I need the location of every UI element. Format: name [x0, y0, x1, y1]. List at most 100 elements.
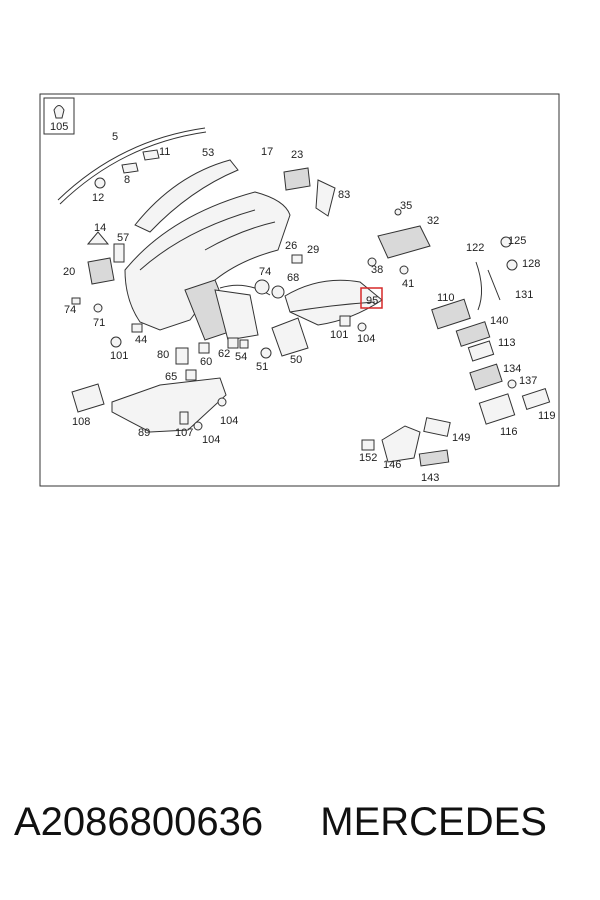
tray-116: [478, 393, 516, 425]
brand-name: MERCEDES: [320, 800, 547, 844]
callout-51: 51: [256, 361, 268, 373]
clip-74a: [131, 323, 143, 333]
callout-74: 74: [259, 266, 271, 278]
clip-8: [121, 162, 139, 174]
grommet-51: [254, 279, 270, 295]
callout-131: 131: [515, 289, 533, 301]
clip-26: [71, 297, 81, 305]
callout-54: 54: [235, 351, 247, 363]
trim-strip: [57, 127, 206, 201]
knee-panel: [214, 289, 259, 341]
clip-60: [239, 339, 249, 349]
panel-54: [271, 317, 309, 357]
glove-box-lid: [289, 301, 376, 313]
holder-143: [418, 449, 450, 467]
switch-module-140: [455, 321, 491, 347]
side-vent: [283, 167, 311, 191]
callout-29: 29: [307, 244, 319, 256]
callout-146: 146: [383, 459, 401, 471]
clip-101a: [339, 315, 351, 327]
callout-104: 104: [202, 434, 220, 446]
switch-module-134: [469, 363, 503, 391]
callout-62: 62: [218, 348, 230, 360]
callout-60: 60: [200, 356, 212, 368]
screw-104b: [217, 397, 227, 407]
clip-152: [361, 439, 375, 451]
screw-137: [507, 379, 517, 389]
screw-104a: [357, 322, 367, 332]
callout-38: 38: [371, 264, 383, 276]
callout-143: 143: [421, 472, 439, 484]
dashboard-body: [124, 191, 291, 331]
dashboard-contour: [139, 209, 256, 271]
callout-57: 57: [117, 232, 129, 244]
callout-110: 110: [437, 292, 455, 304]
callout-101: 101: [110, 350, 128, 362]
callout-108: 108: [72, 416, 90, 428]
callout-14: 14: [94, 222, 106, 234]
connector-125: [500, 236, 512, 248]
callout-152: 152: [359, 452, 377, 464]
screw-29: [93, 303, 103, 313]
callout-104: 104: [357, 333, 375, 345]
callout-71: 71: [93, 317, 105, 329]
callout-134: 134: [503, 363, 521, 375]
callout-23: 23: [291, 149, 303, 161]
callout-128: 128: [522, 258, 540, 270]
callout-95: 95: [366, 295, 378, 307]
bracket-11: [142, 149, 160, 161]
footer: A2086800636 MERCEDES: [14, 800, 594, 860]
callout-44: 44: [135, 334, 147, 346]
bracket-57: [113, 243, 125, 263]
callout-107: 107: [175, 427, 193, 439]
callout-105: 105: [50, 121, 68, 133]
callout-101: 101: [330, 329, 348, 341]
callout-50: 50: [290, 354, 302, 366]
callout-26: 26: [285, 240, 297, 252]
sheet-149: [423, 417, 451, 437]
clip-44: [175, 347, 189, 365]
clip-icon: [53, 105, 65, 119]
triangle-trim: [315, 179, 336, 217]
console-panel-108: [71, 383, 105, 413]
callout-137: 137: [519, 375, 537, 387]
screw-50: [271, 285, 285, 299]
connector-128: [506, 259, 518, 271]
tray-119: [521, 388, 551, 410]
bracket-146: [381, 425, 421, 463]
callout-83: 83: [338, 189, 350, 201]
dashboard-contour-2: [204, 221, 276, 251]
switch-module-110: [431, 298, 471, 330]
screw-71: [110, 336, 122, 348]
clip-65: [227, 337, 239, 349]
screw-38: [367, 257, 377, 267]
callout-20: 20: [63, 266, 75, 278]
center-console: [111, 377, 227, 433]
callout-140: 140: [490, 315, 508, 327]
callout-149: 149: [452, 432, 470, 444]
callout-68: 68: [287, 272, 299, 284]
clip-107: [179, 411, 189, 425]
callout-12: 12: [92, 192, 104, 204]
callout-41: 41: [402, 278, 414, 290]
callout-65: 65: [165, 371, 177, 383]
callout-74: 74: [64, 304, 76, 316]
callout-125: 125: [508, 235, 526, 247]
switch-module-113: [467, 340, 495, 362]
callout-5: 5: [112, 131, 118, 143]
callout-116: 116: [500, 426, 518, 438]
callout-122: 122: [466, 242, 484, 254]
screw-104c: [193, 421, 203, 431]
trim-strip-edge: [59, 131, 207, 205]
screw-41: [399, 265, 409, 275]
callout-113: 113: [498, 337, 516, 349]
wire-harness: [475, 261, 501, 311]
screw-35: [394, 208, 402, 216]
left-vent: [87, 257, 115, 285]
callout-104: 104: [220, 415, 238, 427]
callout-35: 35: [400, 200, 412, 212]
callout-53: 53: [202, 147, 214, 159]
callout-8: 8: [124, 174, 130, 186]
